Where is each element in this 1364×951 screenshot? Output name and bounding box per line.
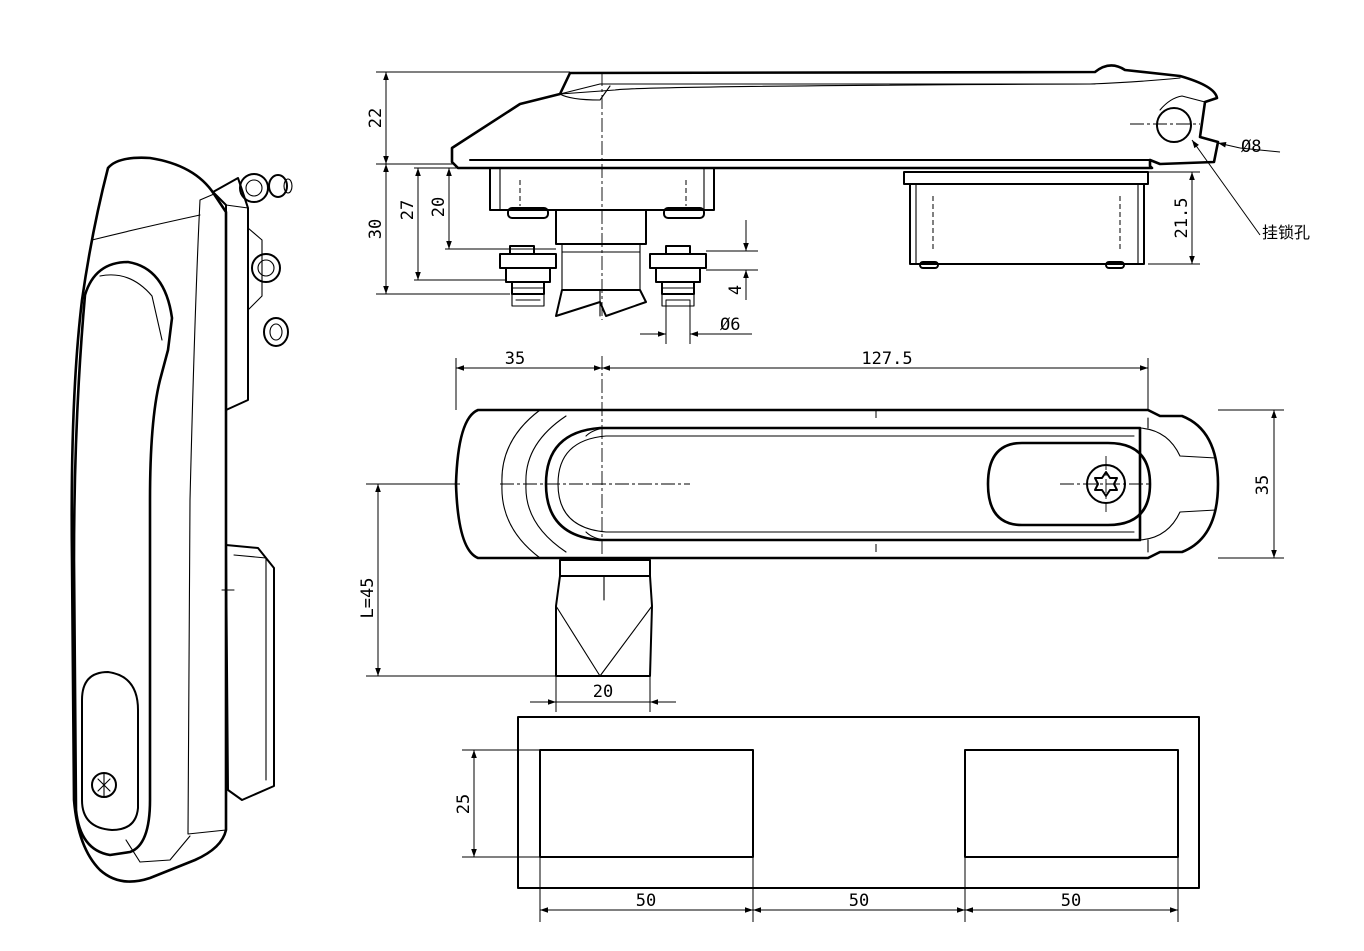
dim-offset-left: 35 (505, 349, 525, 369)
dim-padlock-hole-dia: Ø8 (1241, 137, 1261, 157)
side-bolts (499, 245, 707, 307)
dim-screw-dia: Ø6 (720, 315, 740, 335)
front-grip-recess (544, 426, 1142, 542)
cutout-right-hole (964, 749, 1179, 858)
side-padlock-block (903, 171, 1149, 185)
cutout-left-hole (539, 749, 754, 858)
front-view (454, 356, 1220, 677)
front-shaft-collar (559, 559, 651, 577)
iso-padlock-block (225, 544, 275, 801)
iso-key-icon (91, 772, 117, 798)
cutout-dimensions: 25 50 50 50 (454, 749, 1179, 922)
padlock-hole-label: 挂锁孔 (1262, 223, 1310, 242)
dim-padlock-block-depth: 21.5 (1172, 198, 1192, 239)
side-housing (450, 64, 1220, 170)
dim-cutout-right-width: 50 (1061, 891, 1081, 911)
dim-cutout-left-width: 50 (636, 891, 656, 911)
side-shaft (555, 209, 647, 245)
dim-cutout-height: 25 (454, 794, 474, 814)
iso-mount-plate (212, 177, 249, 411)
front-lock-oval (986, 441, 1152, 527)
front-shaft (555, 575, 653, 677)
side-cam (555, 289, 647, 317)
isometric-view (70, 156, 293, 883)
iso-lock-oval (81, 671, 139, 831)
dim-body-depth: 30 (366, 219, 386, 239)
cutout-panel (517, 716, 1200, 889)
iso-bolts (239, 173, 293, 347)
front-view-dimensions: 35 127.5 35 L=45 20 (358, 349, 1284, 712)
dim-shaft-width: 20 (593, 682, 613, 702)
padlock-hole (1156, 107, 1192, 143)
dim-handle-width: 35 (1253, 475, 1273, 495)
iso-handle (72, 260, 174, 857)
dim-shaft-length: L=45 (358, 578, 378, 619)
front-handle-outline (454, 408, 1220, 560)
iso-housing (70, 156, 228, 883)
dim-handle-span: 127.5 (861, 349, 912, 369)
dim-flange-depth: 27 (398, 200, 418, 220)
panel-cutout (517, 716, 1200, 889)
dim-cutout-spacing: 50 (849, 891, 869, 911)
side-view-dimensions: 22 30 27 20 4 Ø6 Ø8 挂锁孔 21.5 (366, 71, 1310, 344)
dim-clamp-thickness: 4 (726, 285, 746, 295)
dim-mount-depth: 20 (429, 197, 449, 217)
dim-handle-height: 22 (366, 108, 386, 128)
side-view (450, 64, 1220, 320)
